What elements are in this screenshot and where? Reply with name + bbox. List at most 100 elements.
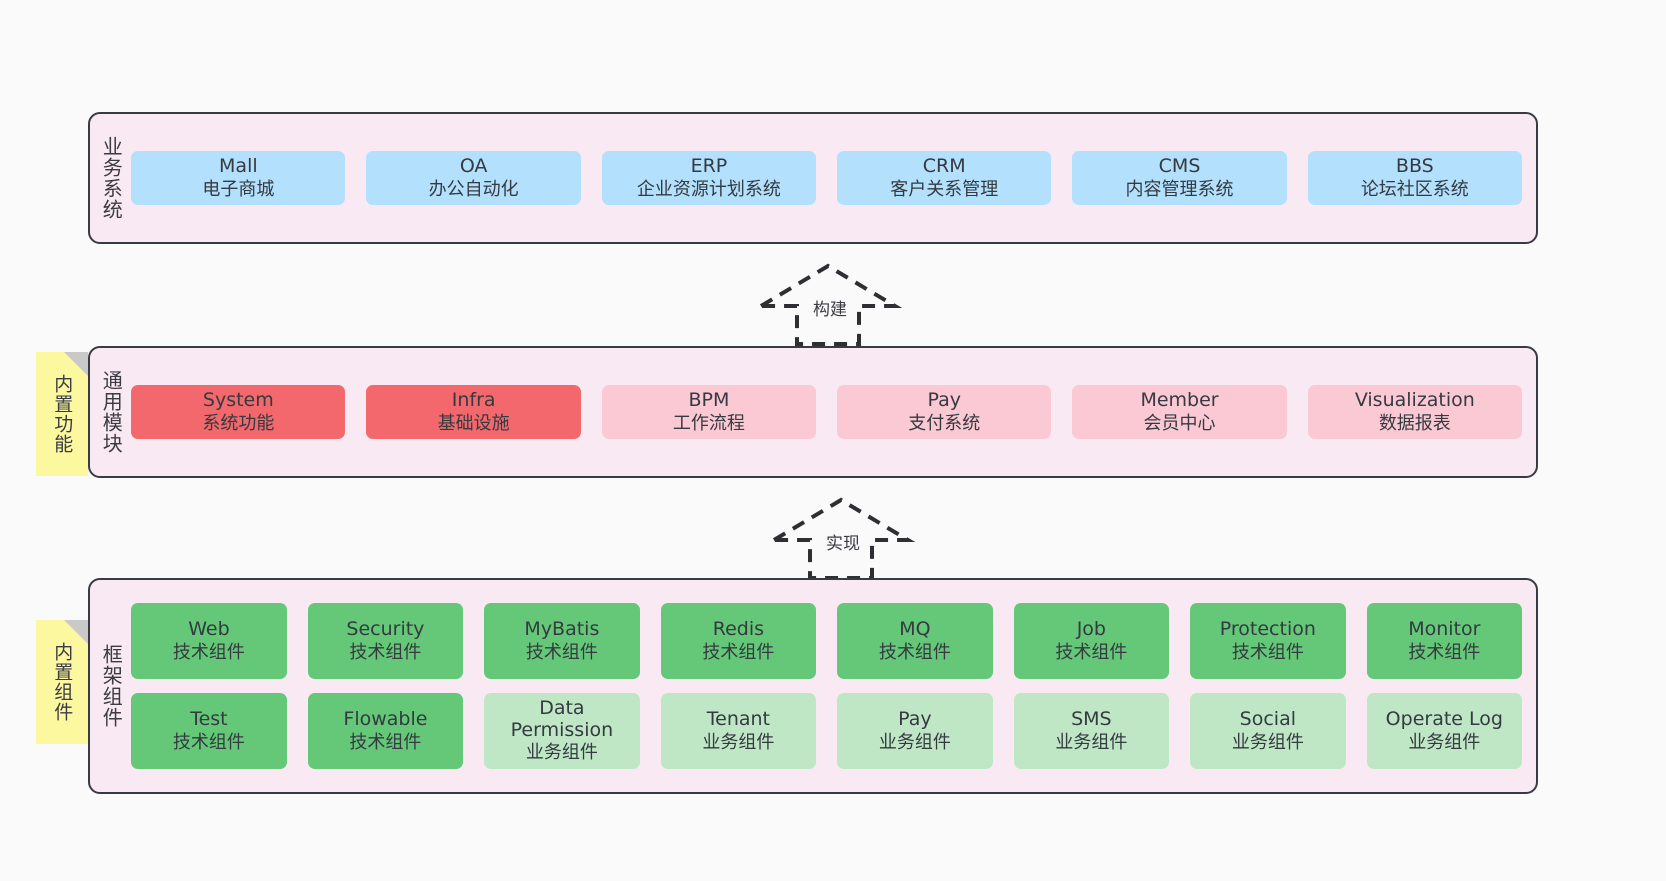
node-flowable[interactable]: Flowable 技术组件 xyxy=(307,693,464,769)
arrow-build-label: 构建 xyxy=(813,300,847,320)
node-sms[interactable]: SMS 业务组件 xyxy=(1013,693,1170,769)
node-social[interactable]: Social 业务组件 xyxy=(1190,693,1346,769)
node-label-cn: 办公自动化 xyxy=(428,178,519,200)
arrow-implement: 实现 xyxy=(766,492,918,582)
node-mybatis[interactable]: MyBatis 技术组件 xyxy=(484,603,640,679)
node-label-cn: 技术组件 xyxy=(878,641,951,663)
node-mall[interactable]: Mall 电子商城 xyxy=(131,151,346,205)
node-label-cn: 电子商城 xyxy=(202,178,275,200)
node-label-en: MyBatis xyxy=(524,618,600,641)
node-mq[interactable]: MQ 技术组件 xyxy=(837,603,993,679)
node-label-en: BBS xyxy=(1395,155,1434,178)
node-job[interactable]: Job 技术组件 xyxy=(1013,603,1170,679)
node-label-en: Infra xyxy=(451,389,496,412)
node-label-en: Pay xyxy=(927,389,961,412)
node-label-cn: 业务组件 xyxy=(1408,731,1481,753)
node-label-cn: 技术组件 xyxy=(1231,641,1304,663)
arrow-build-shape xyxy=(753,263,903,346)
node-label-cn: 业务组件 xyxy=(702,731,775,753)
node-label-en: OA xyxy=(459,155,488,178)
node-label-en: MQ xyxy=(899,618,931,641)
node-label-cn: 技术组件 xyxy=(349,731,422,753)
node-visualization[interactable]: Visualization 数据报表 xyxy=(1307,385,1522,439)
node-system[interactable]: System 系统功能 xyxy=(131,385,346,439)
node-label-cn: 技术组件 xyxy=(1408,641,1481,663)
node-bbs[interactable]: BBS 论坛社区系统 xyxy=(1307,151,1522,205)
sticky-fold-corner-icon xyxy=(64,620,88,644)
node-infra[interactable]: Infra 基础设施 xyxy=(366,385,581,439)
node-label-en: Social xyxy=(1239,708,1296,731)
node-label-cn: 技术组件 xyxy=(1055,641,1128,663)
node-label-en: Pay xyxy=(898,708,932,731)
node-label-cn: 客户关系管理 xyxy=(890,178,999,200)
sticky-note-label: 内置组件 xyxy=(51,642,74,722)
node-label-en: Security xyxy=(346,618,425,641)
node-crm[interactable]: CRM 客户关系管理 xyxy=(837,151,1052,205)
node-label-cn: 论坛社区系统 xyxy=(1360,178,1469,200)
node-label-en: CMS xyxy=(1158,155,1201,178)
node-label-cn: 支付系统 xyxy=(908,412,981,434)
node-label-en: SMS xyxy=(1071,708,1112,731)
node-label-cn: 技术组件 xyxy=(349,641,422,663)
arrow-implement-shape xyxy=(766,497,916,580)
layer-framework-component: 框架组件 Web 技术组件 Security 技术组件 MyBatis 技术组件… xyxy=(88,578,1538,794)
sticky-note-label: 内置功能 xyxy=(51,374,74,454)
node-label-cn: 企业资源计划系统 xyxy=(636,178,781,200)
sticky-note-builtin-component: 内置组件 xyxy=(36,620,88,744)
node-protection[interactable]: Protection 技术组件 xyxy=(1190,603,1346,679)
layer-body-business-system: Mall 电子商城 OA 办公自动化 ERP 企业资源计划系统 CRM 客户关系… xyxy=(127,114,1536,242)
node-label-cn: 基础设施 xyxy=(437,412,510,434)
node-bpm[interactable]: BPM 工作流程 xyxy=(601,385,817,439)
node-label-cn: 数据报表 xyxy=(1378,412,1451,434)
node-erp[interactable]: ERP 企业资源计划系统 xyxy=(601,151,817,205)
layer-title-business-system: 业务系统 xyxy=(99,136,124,220)
node-label-cn: 内容管理系统 xyxy=(1125,178,1234,200)
layer-title-common-module: 通用模块 xyxy=(99,370,124,454)
node-label-cn: 业务组件 xyxy=(878,731,951,753)
node-operate-log[interactable]: Operate Log 业务组件 xyxy=(1366,693,1523,769)
layer-body-common-module: System 系统功能 Infra 基础设施 BPM 工作流程 Pay 支付系统… xyxy=(127,348,1536,476)
node-label-en: Monitor xyxy=(1408,618,1481,641)
layer-business-system: 业务系统 Mall 电子商城 OA 办公自动化 ERP 企业资源计划系统 CRM… xyxy=(88,112,1538,244)
node-security[interactable]: Security 技术组件 xyxy=(307,603,464,679)
node-row: Test 技术组件 Flowable 技术组件 Data Permission … xyxy=(131,693,1523,769)
node-label-en: Member xyxy=(1140,389,1219,412)
node-label-en: Data Permission xyxy=(510,697,614,742)
node-cms[interactable]: CMS 内容管理系统 xyxy=(1072,151,1287,205)
node-label-en: Redis xyxy=(712,618,765,641)
sticky-fold-corner-icon xyxy=(64,352,88,376)
node-label-en: Flowable xyxy=(343,708,428,731)
node-monitor[interactable]: Monitor 技术组件 xyxy=(1366,603,1523,679)
node-label-cn: 技术组件 xyxy=(172,731,245,753)
sticky-note-builtin-function: 内置功能 xyxy=(36,352,88,476)
layer-title-framework-component: 框架组件 xyxy=(99,644,124,728)
node-label-cn: 技术组件 xyxy=(702,641,775,663)
node-pay[interactable]: Pay 支付系统 xyxy=(837,385,1052,439)
arrow-build: 构建 xyxy=(753,258,905,348)
node-label-en: ERP xyxy=(690,155,728,178)
node-label-en: Operate Log xyxy=(1385,708,1503,731)
layer-common-module: 通用模块 System 系统功能 Infra 基础设施 BPM 工作流程 Pay… xyxy=(88,346,1538,478)
node-web[interactable]: Web 技术组件 xyxy=(131,603,287,679)
node-oa[interactable]: OA 办公自动化 xyxy=(366,151,581,205)
layer-body-framework-component: Web 技术组件 Security 技术组件 MyBatis 技术组件 Redi… xyxy=(127,580,1536,792)
node-member[interactable]: Member 会员中心 xyxy=(1072,385,1287,439)
node-label-en: Test xyxy=(190,708,228,731)
node-row: System 系统功能 Infra 基础设施 BPM 工作流程 Pay 支付系统… xyxy=(131,385,1522,439)
node-label-en: Tenant xyxy=(706,708,770,731)
node-test[interactable]: Test 技术组件 xyxy=(131,693,287,769)
node-data-permission[interactable]: Data Permission 业务组件 xyxy=(484,693,640,769)
node-label-en: Protection xyxy=(1219,618,1316,641)
node-label-en: BPM xyxy=(688,389,730,412)
node-label-en: Mall xyxy=(219,155,258,178)
node-label-en: Visualization xyxy=(1354,389,1475,412)
node-tenant[interactable]: Tenant 业务组件 xyxy=(660,693,817,769)
node-pay-component[interactable]: Pay 业务组件 xyxy=(837,693,993,769)
node-label-en: System xyxy=(202,389,274,412)
node-label-cn: 工作流程 xyxy=(672,412,745,434)
node-label-cn: 技术组件 xyxy=(172,641,245,663)
node-label-en: Web xyxy=(188,618,230,641)
node-redis[interactable]: Redis 技术组件 xyxy=(660,603,817,679)
node-label-cn: 业务组件 xyxy=(1055,731,1128,753)
